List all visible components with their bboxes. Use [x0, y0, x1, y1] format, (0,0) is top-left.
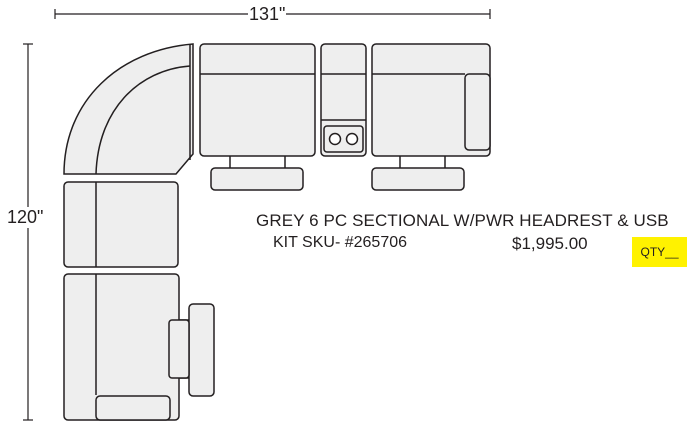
- footrest-bottom-left: [188, 303, 215, 397]
- left-armless-seat: [63, 181, 179, 268]
- footrest-top-left: [210, 167, 304, 191]
- width-dimension-label: 131": [248, 4, 287, 25]
- corner-wedge: [63, 43, 194, 175]
- product-price: $1,995.00: [512, 234, 588, 253]
- console-cupholders: [323, 125, 364, 153]
- sectional-pieces: [63, 43, 491, 421]
- footrest-top-right: [371, 167, 465, 191]
- cupholder-left: [328, 132, 342, 146]
- right-arm: [464, 73, 491, 151]
- height-dimension-label: 120": [6, 207, 45, 228]
- qty-field[interactable]: QTY__: [632, 237, 687, 267]
- cupholder-right: [345, 132, 359, 146]
- product-sku: KIT SKU- #265706: [273, 234, 408, 251]
- recliner-top-left: [199, 43, 316, 157]
- product-title: GREY 6 PC SECTIONAL W/PWR HEADREST & USB: [256, 211, 669, 230]
- bottom-arm: [95, 395, 171, 421]
- corner-back-line: [95, 65, 191, 175]
- footrest-bracket: [168, 319, 190, 379]
